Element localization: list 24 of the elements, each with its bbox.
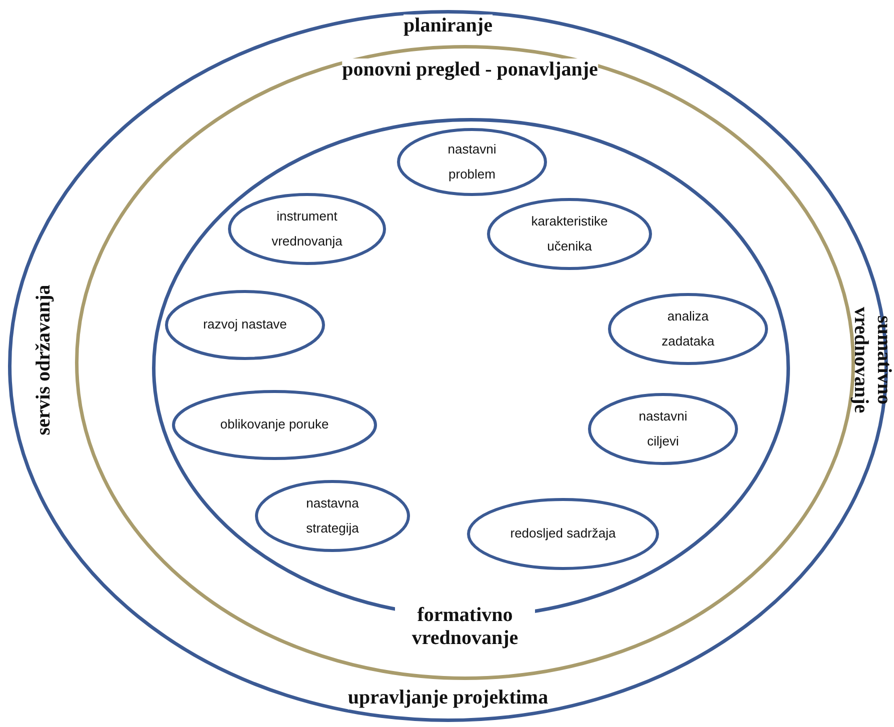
topic-label: redosljed sadržaja xyxy=(509,524,617,543)
topic-ellipse xyxy=(588,393,738,465)
topic-ellipse xyxy=(608,293,768,365)
topic-ellipse xyxy=(467,498,659,570)
ring-label: upravljanje projektima xyxy=(348,686,548,710)
topic-ellipse xyxy=(397,128,547,196)
topic-ellipse xyxy=(487,198,652,270)
topic-label: nastavni problem xyxy=(446,140,498,184)
topic-label: instrument vrednovanja xyxy=(270,207,344,250)
ring-label: sumativno vrednovanje xyxy=(849,306,894,416)
topic-label: oblikovanje poruke xyxy=(219,416,330,434)
topic-label: analiza zadataka xyxy=(660,307,716,350)
topic-label: nastavna strategija xyxy=(305,494,360,538)
ring-label: servis održavanja xyxy=(32,284,56,436)
topic-ellipse xyxy=(165,290,325,360)
topic-ellipse xyxy=(172,390,377,460)
ring-label: formativno vrednovanje xyxy=(395,604,535,650)
topic-label: karakteristike učenika xyxy=(530,212,609,255)
ring-label: planiranje xyxy=(404,14,492,38)
topic-label: nastavni ciljevi xyxy=(638,407,688,450)
topic-label: razvoj nastave xyxy=(202,316,288,334)
ring-label: ponovni pregled - ponavljanje xyxy=(342,58,598,82)
topic-ellipse xyxy=(228,193,386,265)
topic-ellipse xyxy=(255,480,410,552)
